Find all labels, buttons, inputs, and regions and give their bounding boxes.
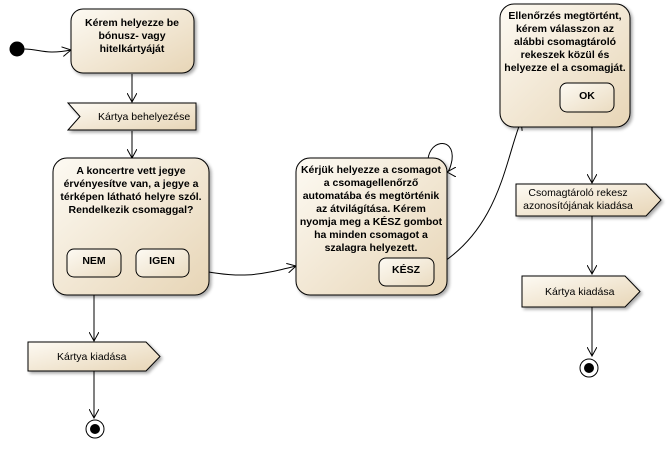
bag-check-line-3: automatába és megtörténik (303, 190, 440, 202)
prompt-card-line-1: Kérem helyezze be (85, 17, 179, 29)
ticket-question-line-3: térképen látható helyre szól. (60, 191, 201, 203)
check-done-line-2: kérem válasszon az (516, 23, 614, 35)
event-card-inserted (66, 102, 197, 131)
edge-start-to-prompt (23, 49, 71, 52)
card-out-left-label: Kártya kiadása (57, 351, 127, 363)
bag-check-line-7: szalagra helyezett. (325, 242, 418, 254)
signal-card-out-right (521, 275, 641, 308)
check-done-line-3: alábbi csomagtároló (514, 36, 616, 48)
signal-card-out-left (27, 341, 161, 372)
signal-locker-id (515, 183, 662, 217)
bag-check-line-6: ha minden csomagot a (314, 229, 428, 241)
kesz-button-label: KÉSZ (392, 263, 421, 276)
bag-check-line-4: az átvilágítása. Kérem (316, 203, 426, 215)
edge-bagcheck-self-loop (427, 142, 452, 172)
edge-kesz-to-checkdone (433, 121, 521, 269)
ticket-question-line-4: Rendelkezik csomaggal? (69, 204, 194, 216)
igen-button-label: IGEN (149, 255, 175, 267)
ok-button-label: OK (579, 90, 595, 102)
locker-id-line-1: Csomagtároló rekesz (528, 187, 627, 199)
bag-check-line-1: Kérjük helyezze a csomagot (301, 164, 442, 176)
check-done-line-5: helyezze el a csomagját. (504, 62, 625, 74)
ticket-question-line-1: A koncertre vett jegye (76, 165, 185, 177)
initial-node (9, 41, 25, 57)
locker-id-line-2: azonosítójának kiadása (523, 200, 633, 212)
bag-check-line-2: a csomagellenőrző (324, 177, 419, 189)
card-out-right-label: Kártya kiadása (545, 286, 615, 298)
ticket-question-line-2: érvényesítve van, a jegye a (64, 178, 199, 190)
bag-check-line-5: nyomja meg a KÉSZ gombot (300, 215, 443, 228)
card-inserted-label: Kártya behelyezése (98, 111, 190, 123)
prompt-card-line-3: hitelkártyáját (100, 43, 165, 55)
check-done-line-4: rekeszek közül és (521, 49, 610, 61)
nem-button[interactable]: NEM (66, 248, 122, 278)
check-done-line-1: Ellenőrzés megtörtént, (508, 10, 621, 22)
final-node-right (579, 358, 599, 378)
nem-button-label: NEM (82, 255, 106, 267)
final-node-left (85, 419, 105, 439)
action-prompt-card (70, 8, 195, 74)
igen-button[interactable]: IGEN (135, 248, 190, 278)
ok-button[interactable]: OK (559, 82, 615, 113)
kesz-button[interactable]: KÉSZ (378, 257, 435, 287)
prompt-card-line-2: bónusz- vagy (98, 30, 165, 42)
